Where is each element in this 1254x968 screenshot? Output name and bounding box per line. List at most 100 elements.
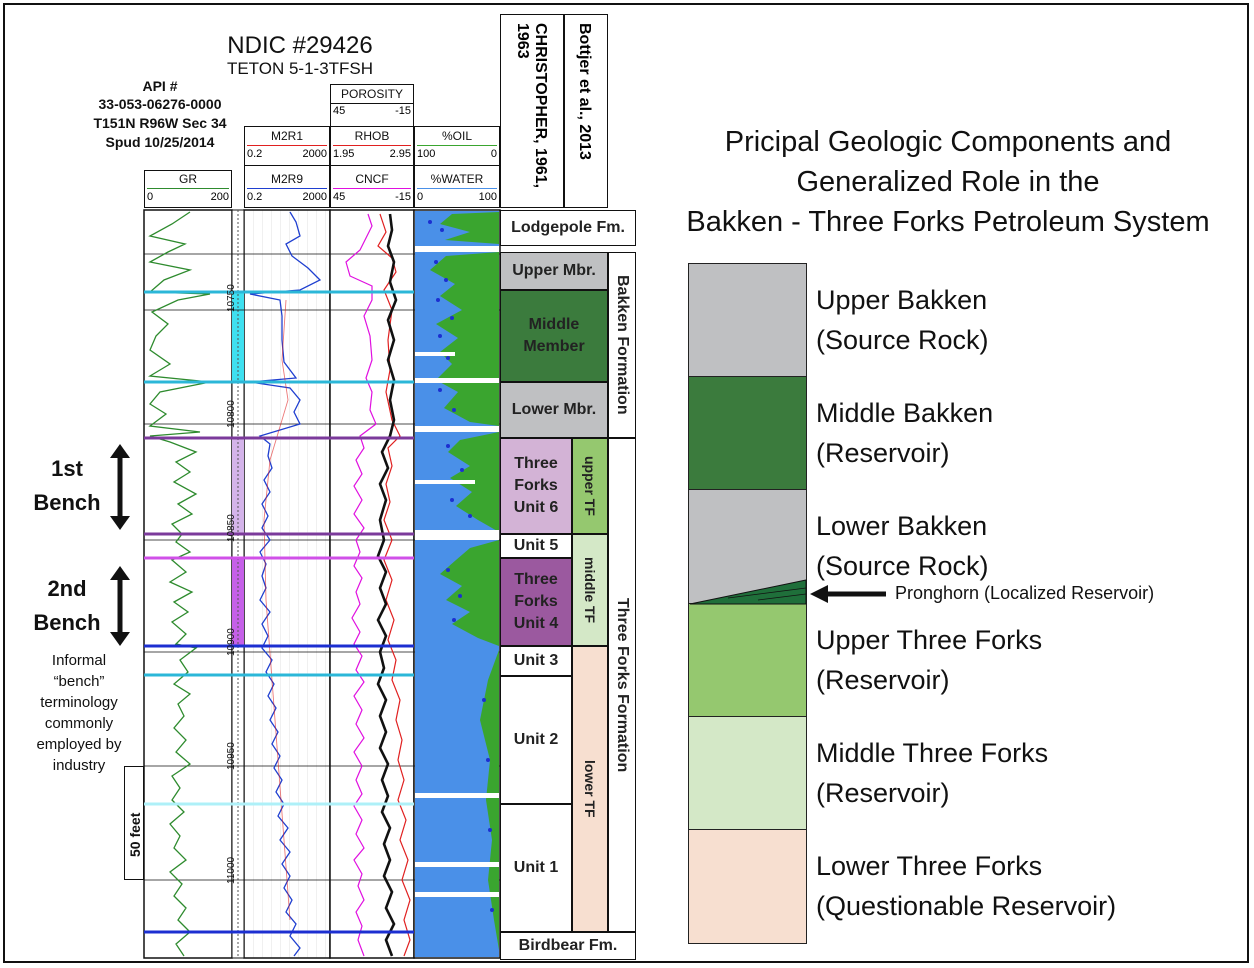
water-min: 0 <box>417 191 424 203</box>
gr-min: 0 <box>147 191 154 203</box>
christopher-column-header: CHRISTOPHER, 1961, 1963 <box>500 14 564 208</box>
saturation-header: %OIL 100 0 %WATER 0 100 <box>414 126 500 208</box>
middle-three-forks-role: (Reservoir) <box>816 778 950 808</box>
first-bench-arrow <box>110 444 130 530</box>
upper-bakken-role: (Source Rock) <box>816 325 989 355</box>
depth-10900: 10900 <box>226 628 237 656</box>
unit-upper-member: Upper Mbr. <box>500 252 608 290</box>
pronghorn-label: Pronghorn (Localized Reservoir) <box>895 583 1155 603</box>
m2r9-min: 0.2 <box>247 191 263 203</box>
unit-lower-member: Lower Mbr. <box>500 382 608 438</box>
resistivity-track <box>243 209 331 959</box>
unit-2: Unit 2 <box>500 676 572 804</box>
middle-tf-label: middle TF <box>582 556 598 624</box>
bakken-formation-label: Bakken Formation <box>614 275 631 415</box>
resistivity-header: M2R1 0.2 2000 M2R9 0.2 2000 <box>244 126 330 208</box>
density-track <box>329 209 415 959</box>
upper-three-forks-name: Upper Three Forks <box>816 625 1043 655</box>
component-upper-bakken <box>688 264 807 377</box>
lower-three-forks-role: (Questionable Reservoir) <box>816 891 1117 921</box>
upper-tf-label: upper TF <box>582 456 598 516</box>
component-middle-three-forks <box>688 717 807 830</box>
lower-tf-label: lower TF <box>582 760 598 818</box>
lower-tf-box: lower TF <box>572 646 608 932</box>
api-number: 33-053-06276-0000 <box>98 96 222 112</box>
oil-min: 100 <box>417 148 436 160</box>
upper-three-forks-role: (Reservoir) <box>816 665 950 695</box>
depth-11000: 11000 <box>226 856 237 884</box>
gr-header: GR 0 200 <box>144 170 232 208</box>
scale-bar-label: 50 feet <box>127 812 143 857</box>
well-title: NDIC #29426 <box>227 32 373 59</box>
pronghorn-wedge <box>689 579 807 605</box>
gr-track <box>143 209 233 959</box>
rhob-min: 1.95 <box>333 148 355 160</box>
m2r1-min: 0.2 <box>247 148 263 160</box>
gr-max: 200 <box>210 191 229 203</box>
diagram-title-line3: Bakken - Three Forks Petroleum System <box>686 206 1210 238</box>
middle-tf-box: middle TF <box>572 534 608 646</box>
scale-bar: 50 feet <box>124 766 144 880</box>
well-subtitle: TETON 5-1-3TFSH <box>226 59 374 78</box>
cncf-min: 45 <box>333 191 346 203</box>
cncf-max: -15 <box>395 191 411 203</box>
oil-fill-middle-tf <box>440 540 499 646</box>
rhob-max: 2.95 <box>389 148 411 160</box>
diagram-title-line1: Pricipal Geologic Components and <box>724 126 1172 158</box>
unit-tf-unit4: Three Forks Unit 4 <box>500 558 572 646</box>
unit-lodgepole: Lodgepole Fm. <box>500 210 636 246</box>
unit-tf-unit6: Three Forks Unit 6 <box>500 438 572 534</box>
porosity-max: -15 <box>395 105 411 117</box>
component-label-middle-three-forks: Middle Three Forks (Reservoir) <box>816 733 1048 813</box>
depth-10750: 10750 <box>226 284 237 312</box>
lower-three-forks-name: Lower Three Forks <box>816 851 1043 881</box>
rhob-curve <box>377 213 411 957</box>
api-label: API # <box>142 78 178 94</box>
bottjer-label: Bottjer et al., 2013 <box>576 23 593 160</box>
middle-bakken-name: Middle Bakken <box>816 398 994 428</box>
three-forks-formation-box: Three Forks Formation <box>608 438 636 932</box>
second-bench-label: 2nd Bench <box>33 576 101 635</box>
upper-tf-box: upper TF <box>572 438 608 534</box>
upper-bakken-name: Upper Bakken <box>816 285 988 315</box>
component-upper-three-forks <box>688 604 807 717</box>
m2r1-max: 2000 <box>302 148 327 160</box>
well-location: T151N R96W Sec 34 <box>93 115 227 131</box>
oil-label: %OIL <box>441 129 472 143</box>
spud-date: Spud 10/25/2014 <box>105 134 215 150</box>
m2r1-label: M2R1 <box>270 129 303 143</box>
pronghorn-arrow <box>810 585 886 603</box>
porosity-header: POROSITY 45 -15 <box>330 84 414 126</box>
porosity-label: POROSITY <box>340 87 403 101</box>
unit-5: Unit 5 <box>500 534 572 558</box>
m2r9-label: M2R9 <box>270 172 303 186</box>
bottjer-column-header: Bottjer et al., 2013 <box>564 14 608 208</box>
porosity-min: 45 <box>333 105 346 117</box>
bakken-formation-box: Bakken Formation <box>608 252 636 438</box>
black-curve <box>376 213 398 957</box>
component-label-lower-bakken: Lower Bakken (Source Rock) <box>816 506 989 586</box>
unit-birdbear: Birdbear Fm. <box>500 932 636 960</box>
gr-curve <box>147 211 211 957</box>
christopher-label: CHRISTOPHER, 1961, 1963 <box>514 23 549 189</box>
lower-bakken-name: Lower Bakken <box>816 511 988 541</box>
cncf-label: CNCF <box>355 172 389 186</box>
component-label-upper-three-forks: Upper Three Forks (Reservoir) <box>816 620 1042 700</box>
m2r9-max: 2000 <box>302 191 327 203</box>
middle-three-forks-name: Middle Three Forks <box>816 738 1049 768</box>
depth-10950: 10950 <box>226 742 237 770</box>
cncf-curve <box>345 213 377 957</box>
m2r1-curve <box>263 299 291 921</box>
unit-3: Unit 3 <box>500 646 572 676</box>
lower-bakken-role: (Source Rock) <box>816 551 989 581</box>
gr-label: GR <box>179 172 197 186</box>
diagram-title-line2: Generalized Role in the <box>796 166 1100 198</box>
unit-middle-member: Middle Member <box>500 290 608 382</box>
bench-note: Informal “bench” terminology commonly em… <box>36 652 122 774</box>
middle-bakken-role: (Reservoir) <box>816 438 950 468</box>
figure-frame <box>3 3 1249 963</box>
second-bench-arrow <box>110 566 130 646</box>
component-label-lower-three-forks: Lower Three Forks (Questionable Reservoi… <box>816 846 1116 926</box>
oil-max: 0 <box>490 148 497 160</box>
well-log-tracks <box>143 209 501 959</box>
